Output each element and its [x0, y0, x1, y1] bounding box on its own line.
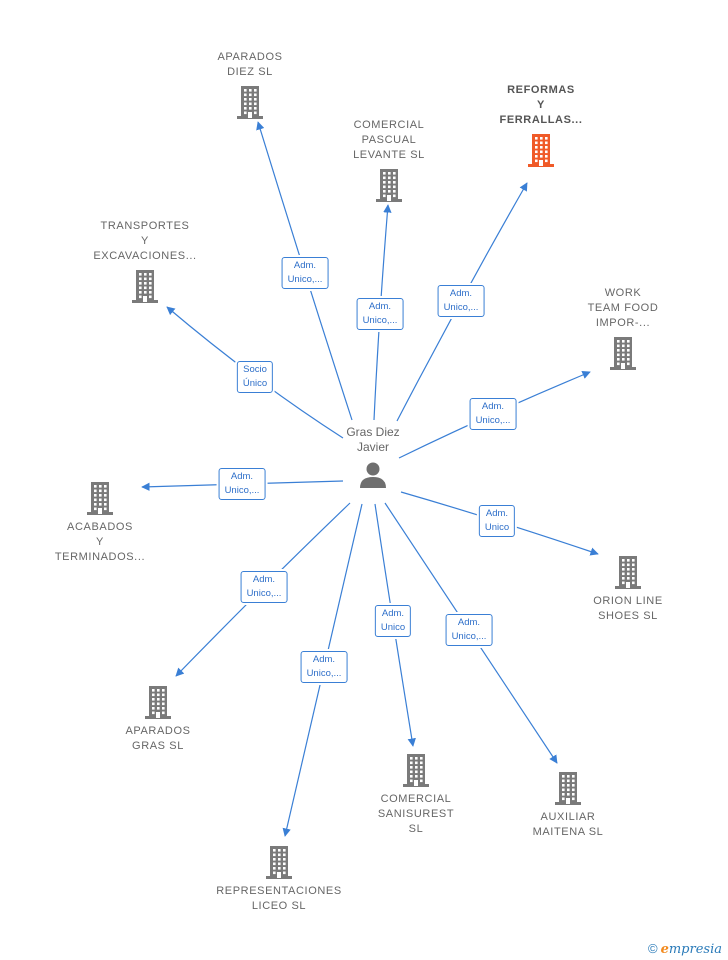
edge-label-work-team[interactable]: Adm. Unico,... — [469, 398, 517, 430]
company-node-representaciones[interactable]: REPRESENTACIONES LICEO SL — [199, 844, 359, 914]
building-icon — [87, 482, 113, 515]
company-node-work-team[interactable]: WORK TEAM FOOD IMPOR-... — [543, 286, 703, 371]
company-name: AUXILIAR MAITENA SL — [532, 811, 604, 838]
company-name: COMERCIAL PASCUAL LEVANTE SL — [353, 119, 425, 161]
company-node-orion[interactable]: ORION LINE SHOES SL — [548, 554, 708, 624]
company-node-acabados[interactable]: ACABADOS Y TERMINADOS... — [20, 480, 180, 565]
company-node-reformas[interactable]: REFORMAS Y FERRALLAS... — [461, 83, 621, 168]
company-node-aparados-gras[interactable]: APARADOS GRAS SL — [78, 684, 238, 754]
edge-label-aparados-diez[interactable]: Adm. Unico,... — [281, 257, 329, 289]
building-icon — [237, 86, 263, 119]
building-icon — [403, 754, 429, 787]
company-name: APARADOS DIEZ SL — [217, 51, 283, 78]
company-node-auxiliar-maitena[interactable]: AUXILIAR MAITENA SL — [488, 770, 648, 840]
company-name: ACABADOS Y TERMINADOS... — [54, 521, 146, 563]
building-icon — [145, 686, 171, 719]
building-icon — [132, 270, 158, 303]
company-node-comercial-sanisurest[interactable]: COMERCIAL SANISUREST SL — [336, 752, 496, 837]
company-node-comercial-pascual[interactable]: COMERCIAL PASCUAL LEVANTE SL — [309, 118, 469, 203]
edge-label-transportes[interactable]: Socio Único — [236, 361, 274, 393]
company-name: APARADOS GRAS SL — [125, 725, 191, 752]
center-person[interactable]: Gras Diez Javier — [313, 425, 433, 489]
edge-label-comercial-sanisurest[interactable]: Adm. Unico — [374, 605, 412, 637]
company-name: TRANSPORTES Y EXCAVACIONES... — [93, 220, 197, 262]
edge-label-reformas[interactable]: Adm. Unico,... — [437, 285, 485, 317]
company-node-aparados-diez[interactable]: APARADOS DIEZ SL — [170, 50, 330, 120]
company-name: ORION LINE SHOES SL — [593, 595, 663, 622]
company-name: REFORMAS Y FERRALLAS... — [499, 84, 583, 126]
building-icon — [615, 556, 641, 589]
edge-label-acabados[interactable]: Adm. Unico,... — [218, 468, 266, 500]
person-icon — [360, 462, 386, 488]
copyright-icon: © — [647, 941, 658, 956]
brand-watermark: ©empresia — [648, 941, 722, 957]
center-person-name: Gras Diez Javier — [346, 425, 400, 454]
building-icon — [555, 772, 581, 805]
brand-initial: e — [660, 942, 669, 957]
building-icon — [266, 846, 292, 879]
edge-label-comercial-pascual[interactable]: Adm. Unico,... — [356, 298, 404, 330]
edge-label-orion[interactable]: Adm. Unico — [478, 505, 516, 537]
edge-label-aparados-gras[interactable]: Adm. Unico,... — [240, 571, 288, 603]
edge-label-auxiliar-maitena[interactable]: Adm. Unico,... — [445, 614, 493, 646]
company-name: COMERCIAL SANISUREST SL — [377, 793, 455, 835]
building-icon — [610, 337, 636, 370]
company-name: WORK TEAM FOOD IMPOR-... — [587, 287, 659, 329]
building-icon — [528, 134, 554, 167]
edge-label-representaciones[interactable]: Adm. Unico,... — [300, 651, 348, 683]
company-node-transportes[interactable]: TRANSPORTES Y EXCAVACIONES... — [65, 219, 225, 304]
company-name: REPRESENTACIONES LICEO SL — [216, 885, 342, 912]
building-icon — [376, 169, 402, 202]
brand-name: mpresia — [668, 942, 722, 957]
